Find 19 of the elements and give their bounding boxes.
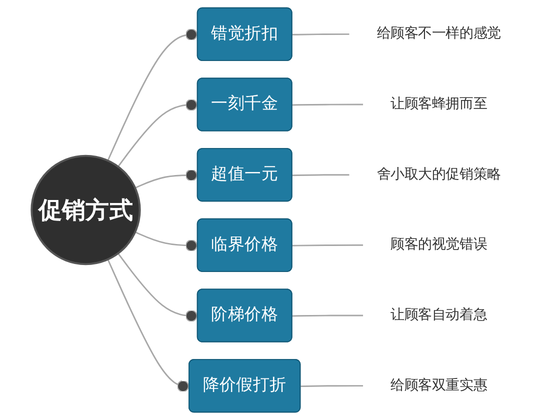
node-text: 让顾客自动着急 (390, 307, 488, 323)
connector (292, 174, 350, 176)
node-text: 给顾客双重实惠 (390, 377, 488, 394)
node-text: 舍小取大的促销策略 (376, 166, 501, 182)
connector (300, 385, 364, 388)
connector (107, 259, 190, 392)
connector (292, 104, 364, 106)
connector (107, 28, 198, 161)
connector (292, 314, 364, 317)
connector (118, 98, 198, 168)
node-circle: 促销方式 (30, 154, 141, 266)
node-text: 给顾客不一样的感觉 (376, 26, 501, 42)
connector (292, 244, 364, 246)
node-text: 顾客的视觉错误 (390, 236, 488, 253)
connector (292, 33, 350, 36)
connector (134, 169, 198, 189)
connector (118, 252, 198, 322)
node-text: 让顾客蜂拥而至 (390, 96, 488, 112)
connector (134, 231, 198, 252)
